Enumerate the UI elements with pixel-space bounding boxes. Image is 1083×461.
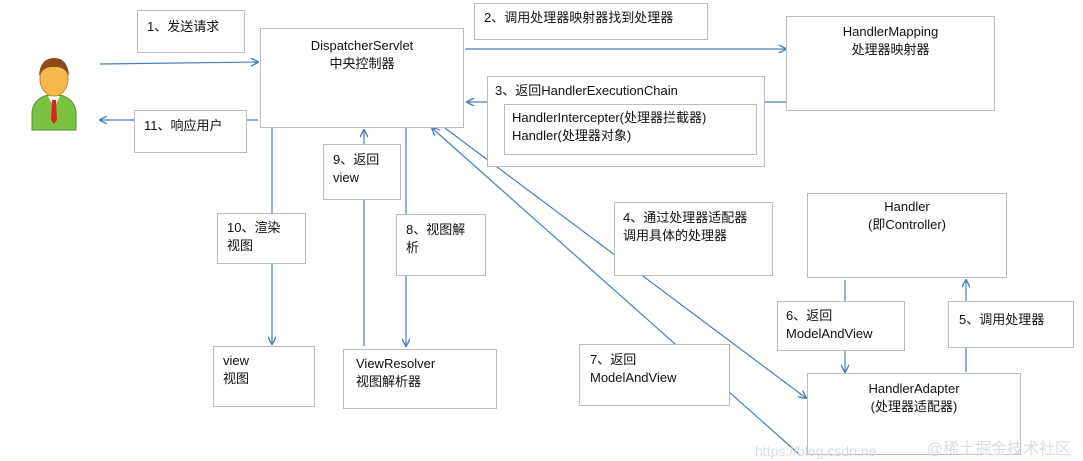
step-1-box: 1、发送请求 (137, 10, 245, 53)
user-avatar-icon (31, 58, 77, 131)
step-7-label-line1: 7、返回 (590, 352, 637, 367)
execution-chain-box: HandlerIntercepter(处理器拦截器) Handler(处理器对象… (504, 104, 757, 155)
handler-adapter-desc: (处理器适配器) (870, 399, 958, 414)
arrow-1-request (99, 62, 258, 64)
view-desc: 视图 (223, 371, 250, 386)
handler-desc: (即Controller) (867, 217, 946, 232)
step-9-label-line2: view (333, 170, 360, 185)
dispatcher-servlet-name: DispatcherServlet (310, 38, 414, 53)
handler-mapping-desc: 处理器映射器 (851, 42, 930, 57)
execution-chain-handler: Handler(处理器对象) (512, 128, 632, 143)
step-6-box: 6、返回 ModelAndView (777, 301, 905, 351)
dispatcher-servlet-box: DispatcherServlet 中央控制器 (260, 28, 464, 128)
site-watermark: @稀土掘金技术社区 (926, 441, 1071, 458)
view-resolver-name: ViewResolver (356, 356, 436, 371)
step-5-box: 5、调用处理器 (948, 301, 1074, 348)
view-resolver-desc: 视图解析器 (356, 374, 422, 389)
step-8-label-line1: 8、视图解 (406, 222, 466, 237)
step-3-label: 3、返回HandlerExecutionChain (495, 83, 678, 98)
step-4-label-line2: 调用具体的处理器 (623, 228, 728, 243)
step-8-box: 8、视图解 析 (396, 214, 486, 276)
view-resolver-box: ViewResolver 视图解析器 (343, 349, 497, 409)
arrow-7-return-mav (432, 128, 801, 456)
handler-adapter-name: HandlerAdapter (868, 381, 960, 396)
view-box: view 视图 (213, 346, 315, 407)
step-11-label: 11、响应用户 (144, 118, 223, 133)
step-11-box: 11、响应用户 (134, 110, 247, 153)
step-4-label-line1: 4、通过处理器适配器 (623, 210, 748, 225)
step-9-label-line1: 9、返回 (333, 152, 380, 167)
step-1-label: 1、发送请求 (147, 19, 220, 34)
step-6-label-line1: 6、返回 (786, 308, 833, 323)
step-10-label-line2: 视图 (227, 238, 254, 253)
step-4-box: 4、通过处理器适配器 调用具体的处理器 (614, 202, 773, 276)
step-2-label: 2、调用处理器映射器找到处理器 (484, 10, 674, 25)
handler-adapter-box: HandlerAdapter (处理器适配器) (807, 373, 1021, 455)
step-5-label: 5、调用处理器 (959, 312, 1045, 327)
step-7-label-line2: ModelAndView (590, 370, 677, 385)
execution-chain-interceptor: HandlerIntercepter(处理器拦截器) (512, 110, 707, 125)
url-watermark: https://blog.csdn.ne (755, 443, 877, 459)
step-6-label-line2: ModelAndView (786, 326, 873, 341)
step-9-box: 9、返回 view (323, 144, 401, 200)
view-name: view (223, 353, 250, 368)
step-2-box: 2、调用处理器映射器找到处理器 (474, 3, 708, 40)
dispatcher-servlet-desc: 中央控制器 (329, 56, 395, 71)
step-10-label-line1: 10、渲染 (227, 220, 281, 235)
handler-mapping-name: HandlerMapping (842, 24, 939, 39)
step-8-label-line2: 析 (406, 240, 420, 255)
step-10-box: 10、渲染 视图 (217, 213, 306, 264)
step-7-box: 7、返回 ModelAndView (579, 344, 730, 406)
handler-mapping-box: HandlerMapping 处理器映射器 (786, 16, 995, 111)
handler-name: Handler (884, 199, 930, 214)
handler-box: Handler (即Controller) (807, 193, 1007, 278)
